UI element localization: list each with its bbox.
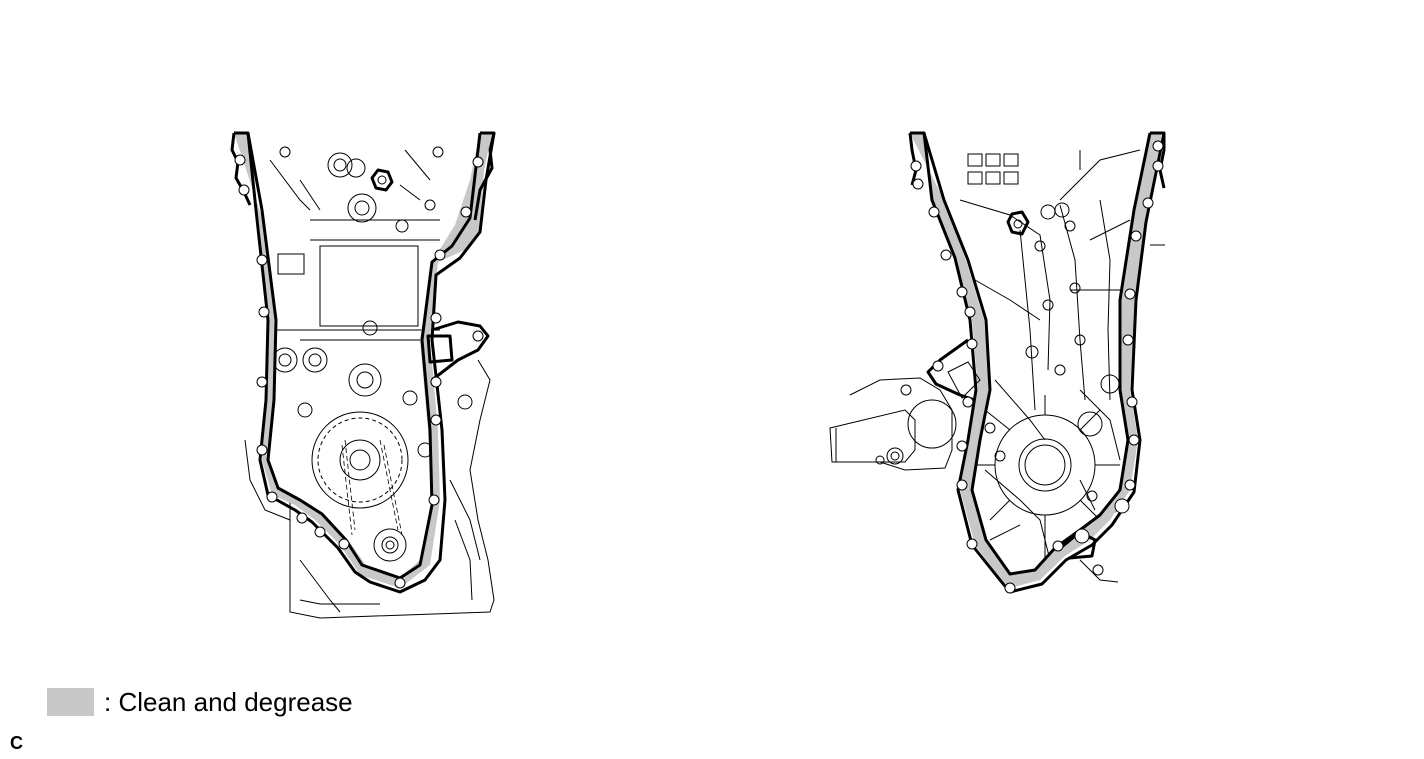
timing-chain-cover-body [829, 149, 1165, 583]
figure-code: C [10, 733, 23, 753]
legend: : Clean and degrease [47, 687, 353, 717]
timing-cover-gasket-surface-right [908, 131, 1166, 594]
legend-swatch-gray [47, 688, 94, 716]
engine-block-front-view [244, 146, 495, 619]
legend-label: : Clean and degrease [104, 687, 353, 717]
timing-cover-gasket-surface-left [230, 131, 496, 594]
